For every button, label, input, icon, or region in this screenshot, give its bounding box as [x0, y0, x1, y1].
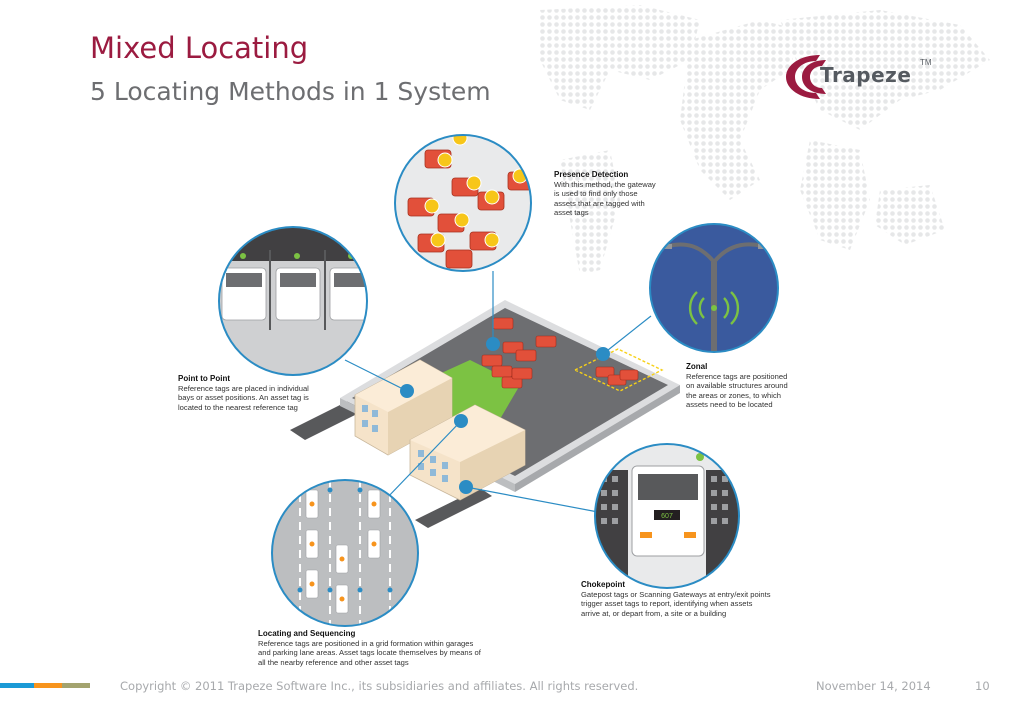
presence-detection-circle — [394, 134, 532, 272]
note-line: bays or asset positions. An asset tag is — [178, 393, 309, 403]
note-line: arrive at, or depart from, a site or a b… — [581, 608, 727, 618]
note-heading: Locating and Sequencing — [258, 629, 356, 638]
road — [290, 400, 492, 528]
chokepoint-circle: 607 — [594, 443, 740, 589]
note-line: Reference tags are placed in individual — [178, 383, 309, 393]
trapeze-swoosh-icon — [786, 55, 826, 99]
note-line: all the nearby reference and other asset… — [258, 657, 409, 667]
slide-subtitle: 5 Locating Methods in 1 System — [90, 77, 491, 106]
trapeze-logo: Trapeze TM — [780, 52, 950, 102]
point-to-point-circle — [218, 226, 368, 376]
note-presence-detection: Presence Detection With this method, the… — [554, 170, 664, 218]
footer-bar-orange — [34, 683, 62, 688]
note-line: assets that are tagged with — [554, 198, 645, 208]
note-line: the areas or zones, to which — [686, 390, 781, 400]
note-line: assets need to be located — [686, 400, 773, 410]
note-line: trigger asset tags to report, identifyin… — [581, 599, 753, 609]
note-heading: Point to Point — [178, 374, 230, 383]
logo-text: Trapeze — [820, 63, 912, 87]
note-line: Reference tags are positioned — [686, 371, 788, 381]
building-right — [409, 404, 526, 501]
tag-markers — [400, 337, 610, 494]
bus-display-number: 607 — [661, 513, 673, 520]
parked-buses — [481, 317, 639, 389]
footer-bar-olive — [62, 683, 90, 688]
note-locating-sequencing: Locating and Sequencing Reference tags a… — [258, 629, 498, 667]
footer-page-number: 10 — [975, 679, 990, 693]
logo-tm: TM — [920, 58, 932, 67]
note-heading: Presence Detection — [554, 170, 629, 179]
slide-title: Mixed Locating — [90, 31, 309, 65]
note-heading: Zonal — [686, 362, 708, 371]
note-heading: Chokepoint — [581, 580, 625, 589]
locating-sequencing-circle — [271, 479, 419, 627]
note-line: and parking lane areas. Asset tags locat… — [258, 648, 481, 658]
note-chokepoint: Chokepoint Gatepost tags or Scanning Gat… — [581, 580, 781, 618]
note-zonal: Zonal Reference tags are positioned on a… — [686, 362, 796, 410]
note-line: Gatepost tags or Scanning Gateways at en… — [581, 589, 771, 599]
note-line: is used to find only those — [554, 189, 638, 199]
note-point-to-point: Point to Point Reference tags are placed… — [178, 374, 328, 412]
note-line: on available structures around — [686, 381, 788, 391]
zonal-circle — [649, 223, 779, 353]
footer-copyright: Copyright © 2011 Trapeze Software Inc., … — [120, 679, 639, 693]
connector-lines — [344, 271, 652, 513]
note-line: With this method, the gateway — [554, 179, 656, 189]
note-line: asset tags — [554, 208, 589, 218]
footer-bar-blue — [0, 683, 34, 688]
note-line: Reference tags are positioned in a grid … — [258, 638, 474, 648]
footer-date: November 14, 2014 — [816, 679, 931, 693]
note-line: located to the nearest reference tag — [178, 402, 298, 412]
